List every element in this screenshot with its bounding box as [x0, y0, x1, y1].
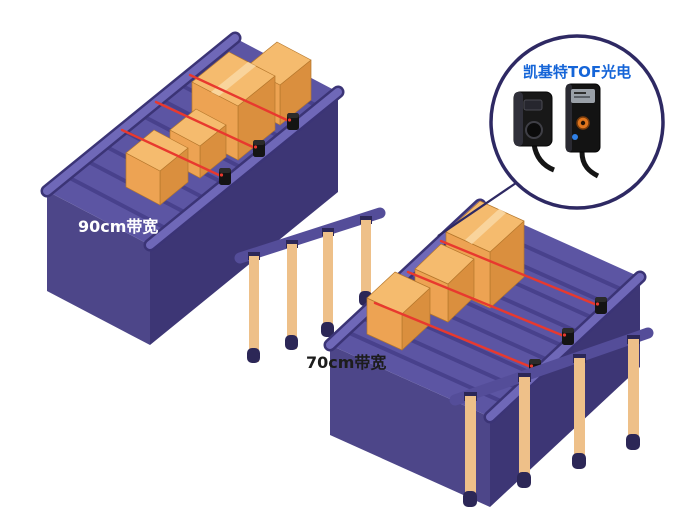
support-leg [463, 392, 477, 507]
belt-width-label-70cm: 70cm带宽 [306, 353, 386, 372]
laser-beam [188, 73, 291, 123]
support-leg [285, 240, 298, 350]
support-leg [321, 228, 334, 337]
left-conveyor-side-face [150, 92, 338, 345]
laser-beam [154, 100, 257, 150]
left-conveyor: 90cm带宽 [40, 31, 345, 345]
right-conveyor-front-face [330, 345, 490, 507]
left-belt-rails [40, 31, 345, 252]
laser-beam [373, 301, 533, 369]
cardboard-box [125, 129, 189, 206]
sensor-product-rect-icon [565, 83, 601, 179]
support-leg [517, 373, 531, 488]
support-leg [359, 216, 372, 306]
callout-title: 凯基特TOF光电 [523, 63, 631, 81]
laser-beams-left [120, 73, 291, 178]
product-callout: 凯基特TOF光电 [437, 34, 665, 237]
laser-beam [439, 239, 599, 307]
tof-sensor-icon [287, 113, 299, 130]
laser-beams-right [373, 239, 599, 369]
tof-sensor-icon [219, 168, 231, 185]
leg-rail [449, 327, 654, 406]
sensor-product-square-icon [513, 91, 556, 173]
support-leg [626, 335, 640, 450]
leg-rail [234, 207, 386, 264]
laser-beam [406, 270, 566, 338]
support-leg [572, 354, 586, 469]
left-conveyor-front-face [47, 191, 150, 345]
support-legs-right [449, 327, 654, 507]
support-legs-left [234, 207, 386, 363]
belt-width-label-90cm: 90cm带宽 [78, 217, 158, 236]
tof-sensor-icon [595, 297, 607, 314]
tof-sensor-icon [253, 140, 265, 157]
laser-beam [120, 128, 223, 178]
callout-leader-line [437, 182, 517, 237]
support-leg [247, 252, 260, 363]
tof-sensor-icon [562, 328, 574, 345]
